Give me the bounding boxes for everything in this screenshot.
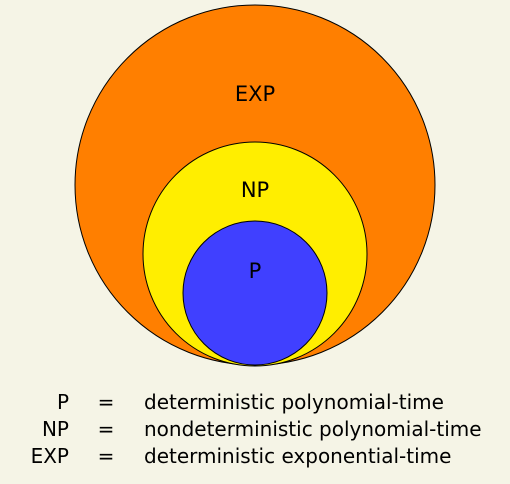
p-circle bbox=[182, 220, 328, 366]
legend-row-np: NP = nondeterministic polynomial-time bbox=[0, 415, 510, 443]
complexity-class-diagram: EXP NP P bbox=[74, 4, 436, 367]
legend-row-p: P = deterministic polynomial-time bbox=[0, 388, 510, 416]
legend-definition: nondeterministic polynomial-time bbox=[144, 417, 482, 441]
legend-definition: deterministic exponential-time bbox=[144, 444, 452, 468]
exp-label: EXP bbox=[235, 82, 275, 106]
legend-symbol: P bbox=[56, 390, 69, 414]
equals-sign: = bbox=[97, 390, 115, 414]
equals-sign: = bbox=[97, 417, 115, 441]
legend: P = deterministic polynomial-time NP = n… bbox=[0, 388, 510, 478]
legend-definition: deterministic polynomial-time bbox=[144, 390, 444, 414]
legend-symbol: NP bbox=[41, 417, 69, 441]
legend-row-exp: EXP = deterministic exponential-time bbox=[0, 442, 510, 470]
np-label: NP bbox=[241, 178, 269, 202]
legend-symbol: EXP bbox=[30, 444, 69, 468]
equals-sign: = bbox=[97, 444, 115, 468]
p-label: P bbox=[249, 259, 262, 283]
